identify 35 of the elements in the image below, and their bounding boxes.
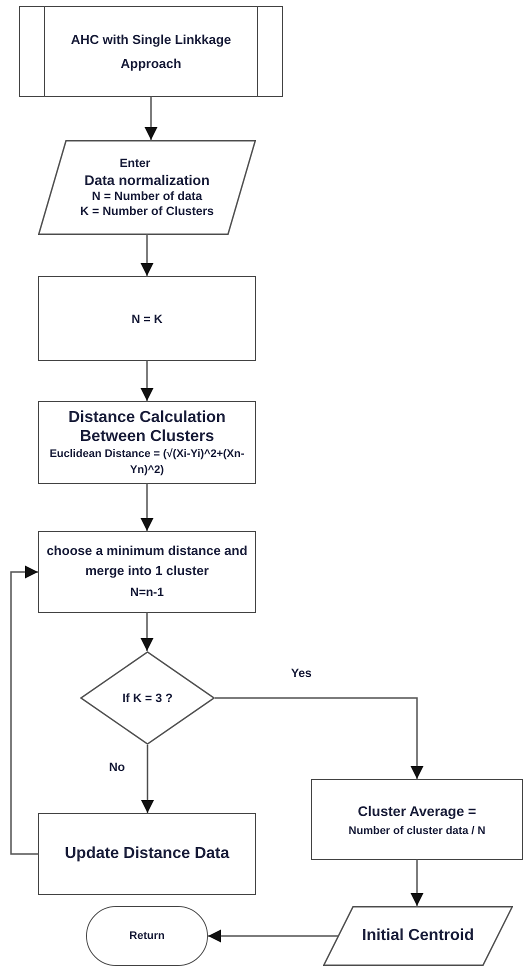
arrow [144,97,158,140]
node-text: Initial Centroid [362,926,474,946]
arrow [140,235,154,276]
arrow [410,860,424,906]
node-text: N = K [131,310,162,328]
arrow [215,697,424,779]
node-text: Data normalization [84,171,210,189]
arrow [141,745,154,813]
node-text: Number of cluster data / N [348,824,486,838]
process-box [38,276,256,361]
input-parallelogram [38,140,256,235]
node-text: Euclidean Distance = (√(Xi-Yi)^2+(Xn-Yn)^2) [48,446,246,478]
process-box [38,531,256,613]
arrow [208,930,338,942]
output-parallelogram [323,906,513,966]
node-text: K = Number of Clusters [80,204,214,219]
node-text: AHC with Single Linkkage Approach [70,30,232,73]
decision-diamond [80,651,215,745]
arrow [140,361,154,401]
predefined-process-box [19,6,283,97]
node-text: Update Distance Data [64,844,230,864]
arrow [140,613,154,651]
node-text: N=n-1 [130,584,164,601]
node-text: If K = 3 ? [122,690,173,707]
node-text: Return [129,928,165,944]
node-text: Enter [120,156,152,171]
arrow [10,566,38,855]
process-box [311,779,523,860]
node-text: Distance Calculation Between Clusters [67,408,227,446]
node-text: N = Number of data [92,189,202,204]
arrow [140,484,154,531]
process-box [38,401,256,484]
process-box [38,813,256,895]
node-text: Cluster Average = [358,802,476,821]
node-text: choose a minimum distance and merge into 1 cluster [46,542,248,580]
